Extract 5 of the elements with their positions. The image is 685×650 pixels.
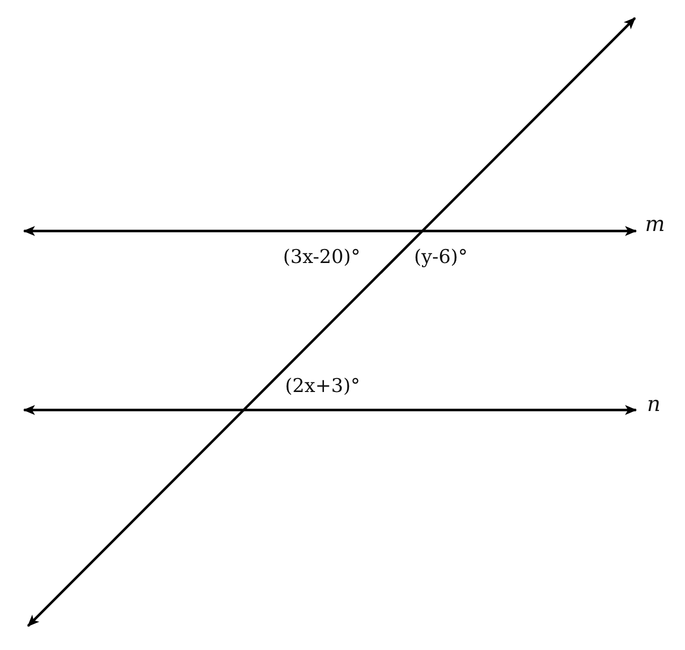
angle-label: (y-6)° (414, 248, 468, 267)
line-name: n (647, 394, 661, 415)
angle-label: (3x-20)° (283, 248, 360, 267)
line-name: m (645, 214, 665, 235)
angle-label: (2x+3)° (285, 377, 360, 396)
